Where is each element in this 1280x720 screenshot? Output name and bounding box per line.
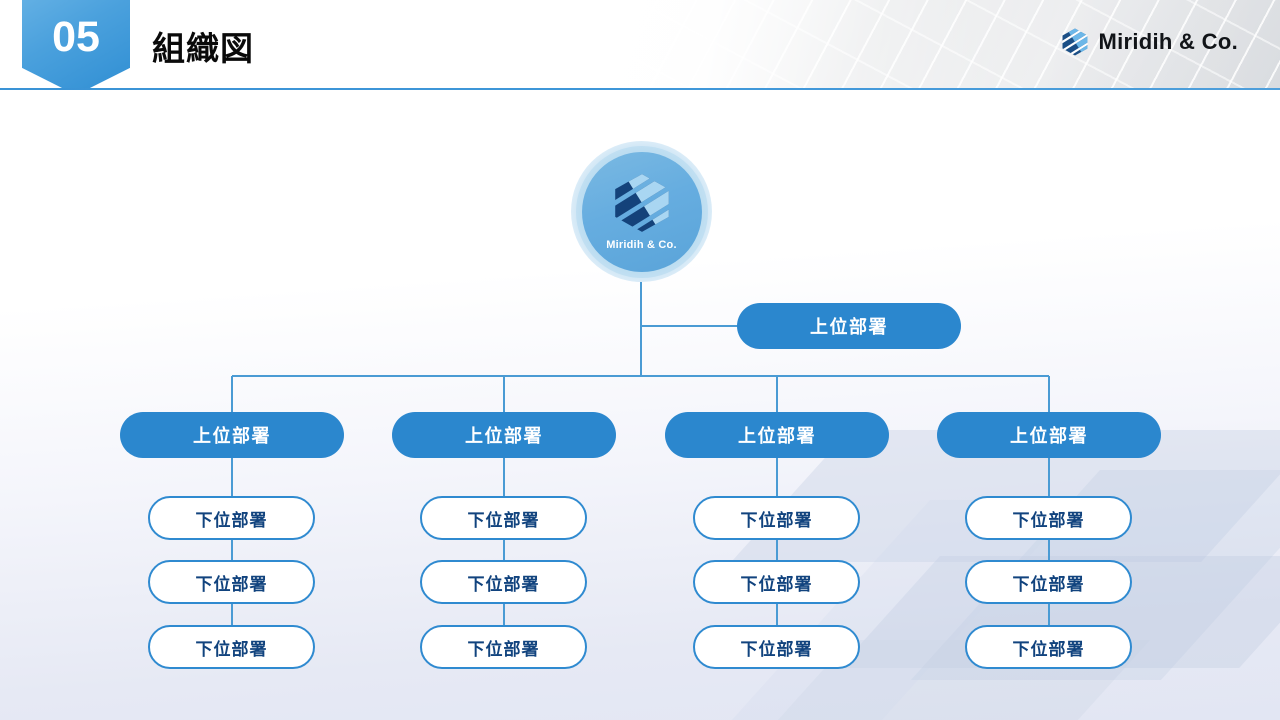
org-root-disc: Miridih & Co. [581, 151, 702, 272]
org-root-node[interactable]: Miridih & Co. [571, 141, 712, 282]
org-node-child-1-1[interactable]: 下位部署 [148, 496, 315, 540]
org-node-child-3-2[interactable]: 下位部署 [693, 560, 860, 604]
header-building-photo [580, 0, 1280, 90]
org-node-child-1-2[interactable]: 下位部署 [148, 560, 315, 604]
brand-name: Miridih & Co. [1098, 29, 1238, 54]
org-node-child-2-3[interactable]: 下位部署 [420, 625, 587, 669]
org-node-head-3[interactable]: 上位部署 [665, 412, 889, 458]
brand-logo: Miridih & Co. [1062, 28, 1238, 56]
section-number: 05 [52, 13, 100, 61]
org-node-child-3-3[interactable]: 下位部署 [693, 625, 860, 669]
hexagon-stripes-logo-icon [1062, 28, 1088, 56]
section-number-badge: 05 [22, 0, 130, 90]
org-root-label: Miridih & Co. [606, 238, 677, 251]
org-node-head-4[interactable]: 上位部署 [937, 412, 1161, 458]
org-node-head-2[interactable]: 上位部署 [392, 412, 616, 458]
header-divider [0, 88, 1280, 90]
org-node-child-4-3[interactable]: 下位部署 [965, 625, 1132, 669]
org-node-child-2-1[interactable]: 下位部署 [420, 496, 587, 540]
org-node-head-1[interactable]: 上位部署 [120, 412, 344, 458]
org-node-child-1-3[interactable]: 下位部署 [148, 625, 315, 669]
org-node-top[interactable]: 上位部署 [737, 303, 961, 349]
page-title: 組織図 [152, 30, 254, 67]
org-node-child-2-2[interactable]: 下位部署 [420, 560, 587, 604]
org-node-child-4-2[interactable]: 下位部署 [965, 560, 1132, 604]
hexagon-stripes-logo-icon [614, 173, 670, 233]
org-node-child-3-1[interactable]: 下位部署 [693, 496, 860, 540]
slide-header: 05 組織図 [0, 0, 1280, 90]
org-node-child-4-1[interactable]: 下位部署 [965, 496, 1132, 540]
